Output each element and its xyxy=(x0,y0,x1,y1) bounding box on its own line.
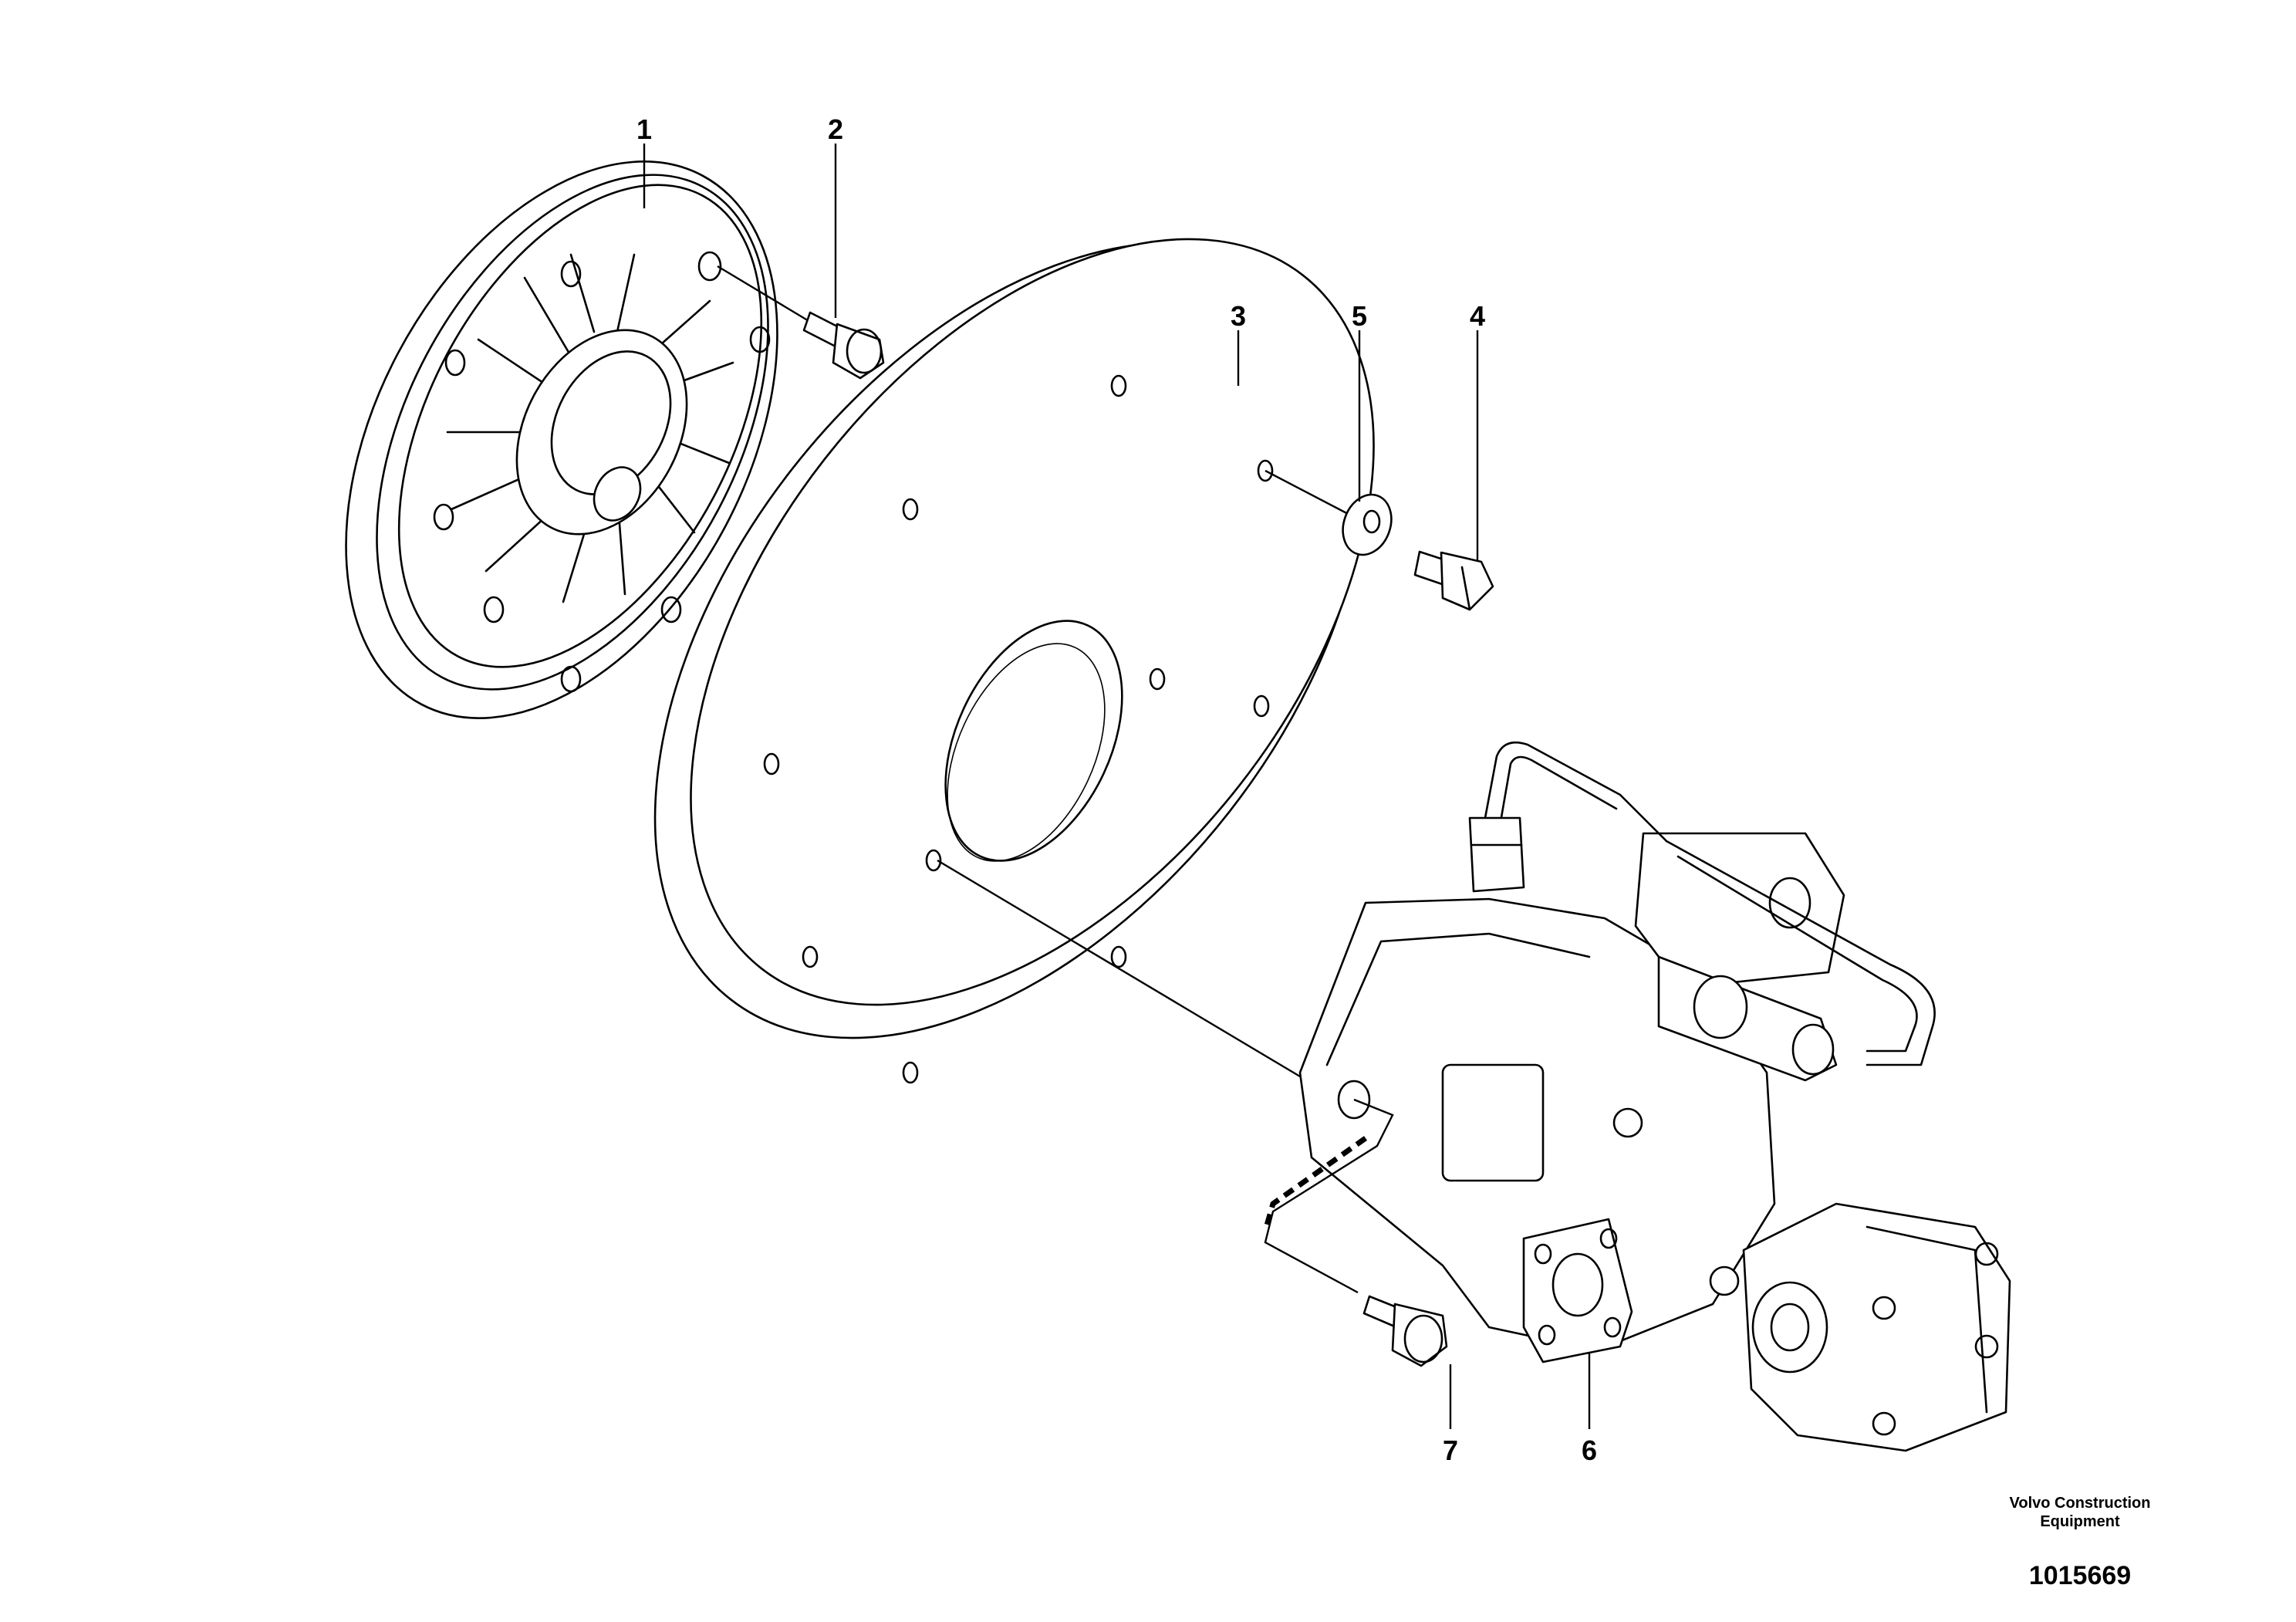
svg-text:6: 6 xyxy=(1582,1434,1597,1466)
callout-6: 6 xyxy=(1582,1352,1597,1466)
svg-text:7: 7 xyxy=(1443,1434,1458,1466)
part-1-coupling-flange xyxy=(345,161,778,719)
drawing-number: 1015669 xyxy=(2028,1561,2132,1590)
callout-3: 3 xyxy=(1231,300,1246,386)
part-2-flange-screw xyxy=(717,265,885,380)
callout-1: 1 xyxy=(636,113,652,208)
brand-line-1: Volvo Construction xyxy=(2009,1495,2151,1512)
brand-line-2: Equipment xyxy=(2040,1513,2120,1530)
callout-2: 2 xyxy=(828,113,843,318)
part-7-pump-mounting-screw xyxy=(1262,1098,1448,1367)
brand-label: Volvo Construction Equipment xyxy=(1980,1494,2180,1531)
svg-text:3: 3 xyxy=(1231,300,1246,332)
svg-text:4: 4 xyxy=(1470,300,1485,332)
callout-5: 5 xyxy=(1352,300,1367,502)
callout-7: 7 xyxy=(1443,1364,1458,1466)
part-6-hydraulic-pump xyxy=(937,741,2011,1452)
svg-text:5: 5 xyxy=(1352,300,1367,332)
part-5-washer xyxy=(1264,469,1393,556)
part-4-hex-bolt xyxy=(1413,550,1494,611)
svg-text:2: 2 xyxy=(828,113,843,145)
svg-text:1: 1 xyxy=(636,113,652,145)
part-3-adapter-plate xyxy=(653,238,1375,1084)
callout-4: 4 xyxy=(1470,300,1485,562)
